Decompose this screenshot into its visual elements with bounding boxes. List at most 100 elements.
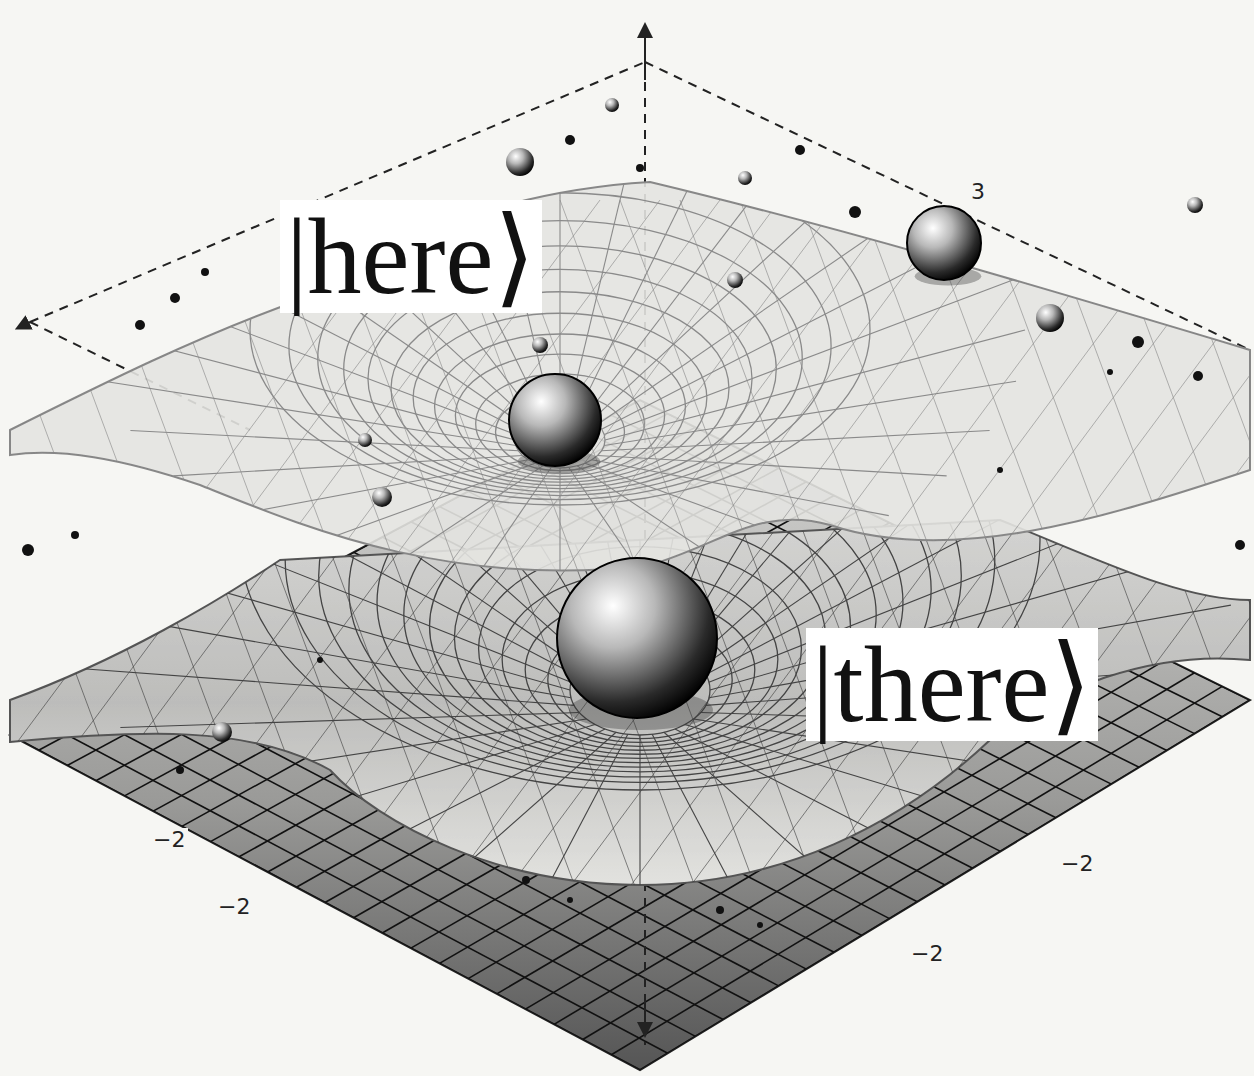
sheet-grid-line	[1100, 200, 1254, 900]
sheet-grid-line	[920, 200, 1180, 900]
particle	[795, 145, 805, 155]
particle	[201, 268, 209, 276]
curvature-spoke	[592, 144, 889, 420]
axis-arrow	[22, 322, 30, 326]
particle	[738, 171, 752, 185]
sheet-grid-line	[740, 200, 1254, 900]
particle	[176, 766, 184, 774]
curvature-spoke	[104, 381, 516, 445]
curvature-spoke	[605, 330, 1025, 440]
axis-tick: −2	[908, 942, 946, 966]
curvature-spoke	[559, 468, 560, 593]
sheet-grid-line	[0, 200, 220, 900]
sheet-grid-line	[1220, 200, 1254, 900]
curvature-spoke	[604, 381, 1016, 445]
mass-sphere	[907, 206, 981, 280]
particle	[1187, 197, 1203, 213]
particle	[849, 206, 861, 218]
particle	[716, 906, 724, 914]
curvature-spoke	[604, 279, 1016, 435]
particle	[605, 98, 619, 112]
sheet-grid-line	[620, 200, 880, 900]
particle	[1132, 336, 1144, 348]
axis-tick: 3	[968, 180, 988, 204]
curvature-spoke	[95, 330, 515, 440]
sheet-grid-line	[0, 200, 160, 900]
curvature-spoke	[469, 467, 551, 587]
sheet-grid-line	[560, 200, 820, 900]
axis-tick: −2	[215, 895, 253, 919]
curvature-spoke	[76, 668, 574, 705]
sheet-grid-line	[260, 200, 780, 900]
particle	[997, 467, 1003, 473]
sheet-grid-line	[740, 200, 1000, 900]
sheet-grid-line	[1100, 200, 1254, 900]
curvature-spoke	[302, 463, 535, 548]
particle	[317, 657, 323, 663]
particle	[567, 897, 573, 903]
curvature-spoke	[585, 463, 818, 548]
curvature-ring	[479, 547, 802, 751]
particle	[1235, 540, 1245, 550]
curvature-spoke	[664, 732, 845, 892]
axis-arrow	[644, 1000, 646, 1030]
axis-tick: −2	[1058, 852, 1096, 876]
sheet-grid-line	[860, 200, 1254, 900]
upper-spacetime-sheet	[0, 68, 1254, 901]
curvature-spoke	[120, 713, 579, 728]
curvature-spoke	[435, 732, 616, 892]
lower-sheet	[10, 520, 1250, 885]
particle	[1036, 304, 1064, 332]
sheet-grid-line	[1160, 200, 1254, 900]
sheet-grid-line	[980, 200, 1240, 900]
curvature-spoke	[569, 73, 651, 413]
curvature-spoke	[231, 460, 528, 516]
curvature-spoke	[173, 456, 522, 476]
particle	[1107, 369, 1113, 375]
curvature-spoke	[597, 456, 946, 476]
axis-tick: −2	[150, 828, 188, 852]
sheet-grid-line	[500, 200, 1020, 900]
curvature-spoke	[652, 734, 744, 909]
particle	[506, 148, 534, 176]
curvature-spoke	[639, 735, 640, 915]
mass-sphere	[509, 374, 601, 466]
curvature-spoke	[536, 734, 628, 909]
sheet-grid-line	[1160, 200, 1254, 900]
particle	[170, 293, 180, 303]
particle	[532, 337, 548, 353]
particles	[22, 98, 1245, 928]
curvature-spoke	[577, 466, 738, 573]
particle	[565, 135, 575, 145]
curvature-spoke	[130, 430, 518, 450]
sheet-grid-line	[920, 200, 1254, 900]
sheet-grid-line	[980, 200, 1254, 900]
sheet-grid-line	[200, 200, 720, 900]
mass-sphere	[557, 558, 717, 718]
particle	[636, 164, 644, 172]
curvature-spoke	[597, 184, 946, 424]
sheet-grid-line	[1220, 200, 1254, 900]
lower-spacetime-sheet	[0, 165, 1254, 915]
sheet-grid-line	[980, 200, 1240, 900]
particle	[212, 722, 232, 742]
sheet-grid-line	[800, 200, 1060, 900]
sheet-grid-line	[1100, 200, 1254, 900]
curvature-spoke	[180, 719, 586, 781]
sheet-grid-line	[1040, 200, 1254, 900]
curvature-spoke	[602, 430, 990, 450]
sheet-grid-line	[620, 200, 1140, 900]
curvature-spoke	[254, 724, 595, 827]
sheet-grid-line	[680, 200, 940, 900]
sheet-grid-line	[0, 200, 220, 900]
curvature-spoke	[382, 466, 543, 573]
curvature-spoke	[585, 112, 818, 417]
sheet-grid-line	[80, 200, 600, 900]
sheet-grid-line	[800, 200, 1254, 900]
sheet-grid-line	[860, 200, 1120, 900]
particle	[372, 487, 392, 507]
particle	[757, 922, 763, 928]
